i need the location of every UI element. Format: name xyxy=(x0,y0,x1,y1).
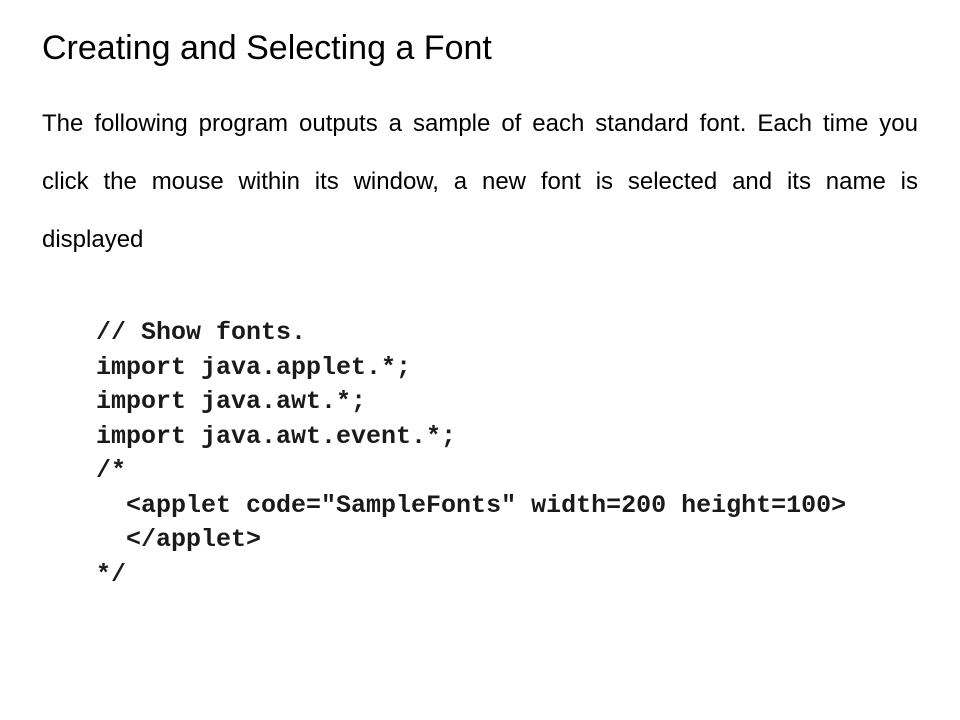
code-line: <applet code="SampleFonts" width=200 hei… xyxy=(96,490,847,520)
code-line: import java.awt.*; xyxy=(96,387,367,416)
code-line: import java.awt.event.*; xyxy=(96,421,457,451)
slide-paragraph: The following program outputs a sample o… xyxy=(42,110,918,253)
slide-title: Creating and Selecting a Font xyxy=(42,29,492,67)
code-line: </applet> xyxy=(96,525,262,554)
code-line: import java.applet.*; xyxy=(96,352,412,382)
code-line: // Show fonts. xyxy=(96,318,307,347)
code-block: // Show fonts. import java.applet.*; imp… xyxy=(96,316,846,592)
code-line: */ xyxy=(96,559,127,589)
code-line: /* xyxy=(96,456,127,485)
